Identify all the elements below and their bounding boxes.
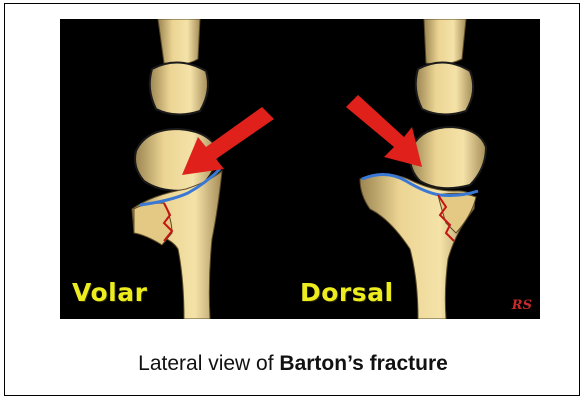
- volar-metacarpal: [158, 19, 200, 64]
- caption-bold-term: Barton’s fracture: [279, 352, 447, 375]
- volar-wrist: [132, 19, 274, 319]
- dorsal-arrow: [346, 95, 422, 167]
- volar-label: Volar: [72, 278, 147, 307]
- figure-caption: Lateral view of Barton’s fracture: [5, 352, 581, 376]
- dorsal-carpal-upper: [416, 62, 473, 114]
- figure-frame: Volar Dorsal RS Lateral view of Barton’s…: [4, 3, 580, 396]
- dorsal-label: Dorsal: [300, 278, 394, 307]
- artist-initials: RS: [512, 298, 532, 313]
- dorsal-carpal-lower: [410, 127, 486, 188]
- volar-carpal-upper: [150, 62, 208, 114]
- caption-prefix: Lateral view of: [138, 352, 279, 375]
- dorsal-wrist: [346, 19, 486, 319]
- fracture-illustration: Volar Dorsal RS: [60, 19, 540, 319]
- dorsal-metacarpal: [424, 19, 466, 64]
- wrist-bones-drawing: [60, 19, 540, 319]
